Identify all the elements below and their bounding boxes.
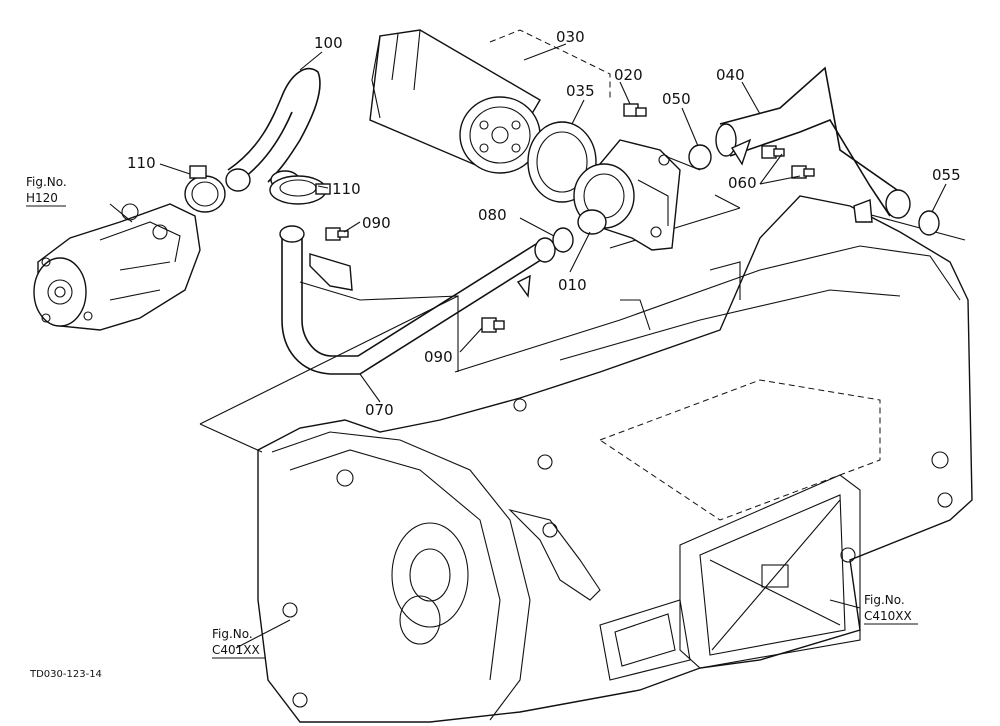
- o-ring-050: [688, 144, 712, 170]
- bolt-090-lower: [481, 317, 505, 333]
- leader-lines: [109, 43, 947, 649]
- fig-ref-c410-code: C410XX: [864, 609, 912, 623]
- label-060: 060: [728, 174, 757, 192]
- fig-ref-h120-code: H120: [26, 191, 58, 205]
- clamp-110-right: [269, 175, 331, 205]
- fig-ref-h120-title: Fig.No.: [26, 175, 67, 189]
- hose-100: [225, 67, 321, 192]
- label-010: 010: [558, 276, 587, 294]
- label-090-lower: 090: [424, 348, 453, 366]
- label-030: 030: [556, 28, 585, 46]
- dashed-bracket-030: [489, 29, 611, 100]
- bolt-060-b: [791, 165, 815, 179]
- label-090-upper: 090: [362, 214, 391, 232]
- hydraulic-pump: [33, 203, 201, 331]
- label-055: 055: [932, 166, 961, 184]
- label-050: 050: [662, 90, 691, 108]
- o-ring-055: [918, 210, 940, 236]
- fig-ref-h120: Fig.No. H120: [26, 175, 67, 207]
- label-100: 100: [314, 34, 343, 52]
- fig-ref-c401-title: Fig.No.: [212, 627, 253, 641]
- label-040: 040: [716, 66, 745, 84]
- fig-ref-c401-code: C401XX: [212, 643, 260, 657]
- pipe-040: [715, 66, 911, 223]
- label-080: 080: [478, 206, 507, 224]
- bolt-090-upper: [325, 227, 349, 241]
- bolt-020: [623, 103, 647, 117]
- fig-ref-c410: Fig.No. C410XX: [864, 593, 918, 625]
- filter-head-010: [573, 139, 681, 251]
- label-035: 035: [566, 82, 595, 100]
- drawing-code: TD030-123-14: [29, 669, 102, 680]
- fig-ref-c401: Fig.No. C401XX: [212, 627, 266, 659]
- oil-filter-030: [369, 29, 541, 174]
- assembly-outline: [199, 153, 966, 453]
- label-020: 020: [614, 66, 643, 84]
- clamp-110-left: [184, 165, 226, 213]
- transmission-housing: [257, 195, 973, 723]
- label-070: 070: [365, 401, 394, 419]
- label-110-right: 110: [332, 180, 361, 198]
- bolt-060-a: [761, 145, 785, 159]
- label-110-left: 110: [127, 154, 156, 172]
- pipe-070: [279, 225, 556, 375]
- part-labels: 100 110 110 030 035 020 050 040 060 055 …: [127, 28, 961, 419]
- o-ring-080: [552, 227, 574, 253]
- fig-ref-c410-title: Fig.No.: [864, 593, 905, 607]
